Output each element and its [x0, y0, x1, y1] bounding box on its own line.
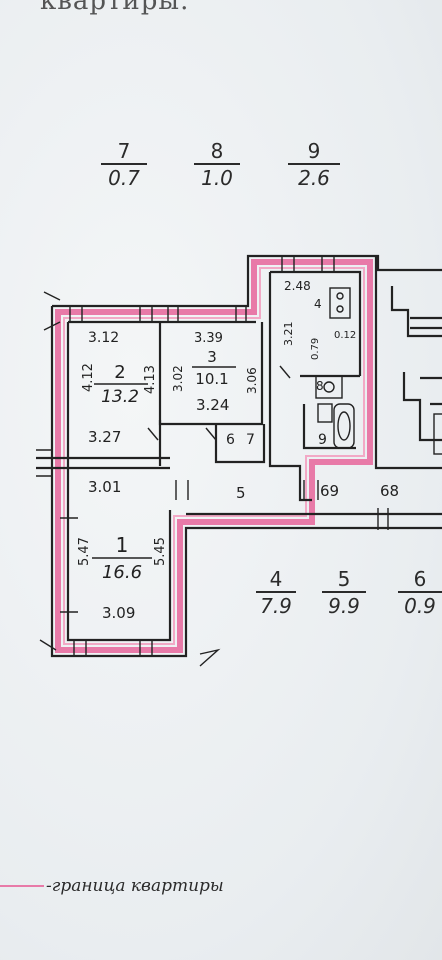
fraction-6: 6 0.9: [398, 568, 442, 617]
fraction-5: 5 9.9: [322, 568, 366, 617]
marker-68: 68: [380, 482, 399, 500]
marker-7: 7: [246, 432, 255, 448]
room-1-number: 1: [116, 533, 129, 557]
marker-69: 69: [320, 482, 339, 500]
bathtub-icon: [333, 403, 355, 449]
dim-5-47: 5.47: [77, 537, 92, 566]
fraction-9: 9 2.6: [288, 140, 340, 189]
toilet-icon: [433, 413, 442, 455]
fraction-8: 8 1.0: [194, 140, 240, 189]
dim-3-21: 3.21: [282, 322, 295, 347]
dim-2-48: 2.48: [284, 279, 311, 293]
dim-3-06: 3.06: [245, 367, 259, 394]
legend-label: -граница квартиры: [46, 876, 224, 896]
dim-4-12: 4.12: [81, 363, 96, 392]
dim-0-79: 0.79: [310, 338, 321, 360]
dimension-ticks: [60, 365, 319, 613]
marker-6: 6: [226, 432, 235, 448]
marker-4: 4: [314, 297, 322, 311]
marker-5: 5: [236, 484, 246, 502]
dim-3-02: 3.02: [171, 365, 185, 392]
marker-9: 9: [318, 432, 327, 448]
header-fragment: квартиры.: [40, 0, 190, 16]
sink-icon: [315, 375, 343, 423]
fraction-7: 7 0.7: [101, 140, 147, 189]
marker-8: 8: [316, 379, 324, 393]
legend: -граница квартиры: [0, 874, 224, 898]
walls: [36, 254, 442, 658]
dim-3-27: 3.27: [88, 428, 121, 446]
room-1-area: 16.6: [102, 562, 142, 583]
apartment-boundary-inner: [63, 267, 365, 645]
dim-0-12: 0.12: [334, 330, 356, 341]
dim-4-13: 4.13: [143, 365, 158, 394]
room-3-number: 3: [207, 348, 217, 366]
dim-3-24: 3.24: [196, 396, 229, 414]
dim-5-45: 5.45: [153, 537, 168, 566]
dim-3-01: 3.01: [88, 478, 121, 496]
stove-icon: [329, 287, 351, 319]
legend-boundary-swatch: [0, 885, 44, 887]
dim-3-09: 3.09: [102, 604, 135, 622]
room-3-area: 10.1: [195, 370, 228, 388]
dim-3-12: 3.12: [88, 330, 119, 346]
windows: [36, 256, 389, 667]
dim-3-39: 3.39: [194, 331, 223, 346]
fraction-4: 4 7.9: [256, 568, 296, 617]
room-2-area: 13.2: [101, 387, 139, 407]
room-2-number: 2: [114, 362, 125, 383]
